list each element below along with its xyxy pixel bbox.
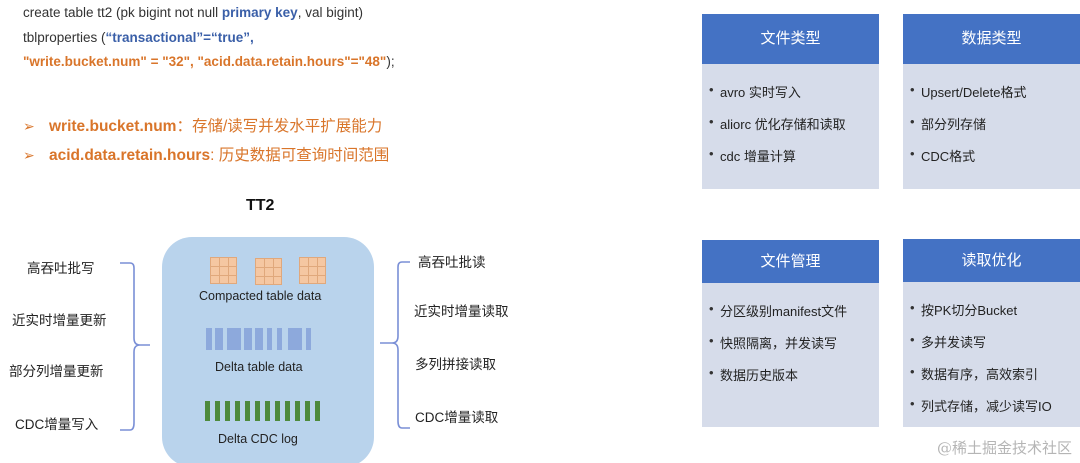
card-item: 数据有序，高效索引 bbox=[910, 364, 1080, 396]
sql-line-3: "write.bucket.num" = "32", "acid.data.re… bbox=[23, 54, 395, 69]
card-file-management: 文件管理 分区级别manifest文件 快照隔离，并发读写 数据历史版本 bbox=[702, 240, 879, 427]
arrow-icon: ➢ bbox=[23, 118, 35, 134]
card-read-optimization: 读取优化 按PK切分Bucket 多并发读写 数据有序，高效索引 列式存储，减少… bbox=[903, 239, 1080, 427]
watermark: @稀土掘金技术社区 bbox=[936, 439, 1072, 457]
delta-bar-icon bbox=[227, 328, 241, 350]
sql-line-1: create table tt2 (pk bigint not null pri… bbox=[23, 5, 363, 20]
cdc-bar-icon bbox=[225, 401, 230, 421]
sql-bucket-retain-props: "write.bucket.num" = "32", "acid.data.re… bbox=[23, 54, 387, 69]
cdc-bar-icon bbox=[305, 401, 310, 421]
write-feature-label: 部分列增量更新 bbox=[9, 364, 104, 379]
card-title: 数据类型 bbox=[903, 14, 1080, 64]
arrow-icon: ➢ bbox=[23, 147, 35, 163]
delta-bar-icon bbox=[255, 328, 263, 350]
read-feature-label: CDC增量读取 bbox=[415, 410, 499, 425]
cdc-bar-icon bbox=[285, 401, 290, 421]
card-body: avro 实时写入 aliorc 优化存储和读取 cdc 增量计算 bbox=[702, 64, 879, 178]
card-item: 按PK切分Bucket bbox=[910, 300, 1080, 332]
cdc-bar-icon bbox=[245, 401, 250, 421]
cdc-bar-icon bbox=[215, 401, 220, 421]
sql-val-text: , val bigint) bbox=[297, 5, 363, 20]
compacted-block-icon bbox=[299, 257, 326, 284]
cdc-bar-icon bbox=[235, 401, 240, 421]
card-item: aliorc 优化存储和读取 bbox=[709, 114, 879, 146]
card-body: 按PK切分Bucket 多并发读写 数据有序，高效索引 列式存储，减少读写IO bbox=[903, 282, 1080, 428]
bullet-key: acid.data.retain.hours bbox=[49, 147, 211, 164]
cdc-bar-icon bbox=[315, 401, 320, 421]
cdc-bar-icon bbox=[275, 401, 280, 421]
card-item: CDC格式 bbox=[910, 146, 1080, 178]
read-feature-label: 近实时增量读取 bbox=[414, 304, 509, 319]
delta-bar-icon bbox=[206, 328, 212, 350]
layer-label-delta: Delta table data bbox=[215, 360, 303, 374]
bullet-sep: : bbox=[210, 147, 219, 164]
delta-bar-icon bbox=[267, 328, 272, 350]
card-item: 列式存储，减少读写IO bbox=[910, 396, 1080, 428]
card-item: 多并发读写 bbox=[910, 332, 1080, 364]
card-item: Upsert/Delete格式 bbox=[910, 82, 1080, 114]
card-item: cdc 增量计算 bbox=[709, 146, 879, 178]
layer-label-cdc: Delta CDC log bbox=[218, 432, 298, 446]
delta-bar-icon bbox=[244, 328, 252, 350]
sql-line-2: tblproperties (“transactional”=“true”, bbox=[23, 30, 254, 45]
cdc-bar-icon bbox=[265, 401, 270, 421]
right-brace-icon bbox=[380, 261, 410, 429]
card-file-types: 文件类型 avro 实时写入 aliorc 优化存储和读取 cdc 增量计算 bbox=[702, 14, 879, 189]
bullet-acid-retain-hours: ➢ acid.data.retain.hours: 历史数据可查询时间范围 bbox=[23, 143, 389, 165]
read-feature-label: 多列拼接读取 bbox=[415, 357, 496, 372]
sql-close-paren: ); bbox=[386, 54, 395, 69]
card-item: 快照隔离，并发读写 bbox=[709, 333, 879, 365]
card-item: 部分列存储 bbox=[910, 114, 1080, 146]
layer-label-compacted: Compacted table data bbox=[199, 289, 322, 303]
bullet-key: write.bucket.num bbox=[49, 118, 177, 135]
compacted-block-icon bbox=[210, 257, 237, 284]
delta-bar-icon bbox=[288, 328, 302, 350]
cdc-bar-icon bbox=[255, 401, 260, 421]
sql-primary-key: primary key bbox=[221, 5, 298, 20]
bullet-write-bucket-num: ➢ write.bucket.num：存储/读写并发水平扩展能力 bbox=[23, 114, 382, 136]
read-feature-label: 高吞吐批读 bbox=[418, 255, 486, 270]
card-data-types: 数据类型 Upsert/Delete格式 部分列存储 CDC格式 bbox=[903, 14, 1080, 189]
cdc-bar-icon bbox=[295, 401, 300, 421]
sql-create-text: create table tt2 (pk bigint not null bbox=[23, 5, 222, 20]
bullet-desc: 存储/读写并发水平扩展能力 bbox=[191, 118, 383, 135]
bullet-sep: ： bbox=[176, 118, 192, 135]
card-body: Upsert/Delete格式 部分列存储 CDC格式 bbox=[903, 64, 1080, 178]
bullet-desc: 历史数据可查询时间范围 bbox=[218, 147, 390, 164]
delta-bar-icon bbox=[306, 328, 311, 350]
card-body: 分区级别manifest文件 快照隔离，并发读写 数据历史版本 bbox=[702, 283, 879, 397]
sql-tblproperties: tblproperties ( bbox=[23, 30, 106, 45]
card-title: 文件类型 bbox=[702, 14, 879, 64]
diagram-title: TT2 bbox=[246, 197, 275, 214]
delta-bar-icon bbox=[277, 328, 282, 350]
write-feature-label: CDC增量写入 bbox=[15, 417, 99, 432]
cdc-bar-icon bbox=[205, 401, 210, 421]
delta-bar-icon bbox=[215, 328, 223, 350]
card-item: 分区级别manifest文件 bbox=[709, 301, 879, 333]
sql-transactional-prop: “transactional”=“true”, bbox=[105, 30, 254, 45]
write-feature-label: 近实时增量更新 bbox=[12, 313, 107, 328]
compacted-block-icon bbox=[255, 258, 282, 285]
left-brace-icon bbox=[120, 262, 150, 431]
card-title: 读取优化 bbox=[903, 239, 1080, 282]
card-item: 数据历史版本 bbox=[709, 365, 879, 397]
write-feature-label: 高吞吐批写 bbox=[27, 261, 95, 276]
card-item: avro 实时写入 bbox=[709, 82, 879, 114]
card-title: 文件管理 bbox=[702, 240, 879, 283]
